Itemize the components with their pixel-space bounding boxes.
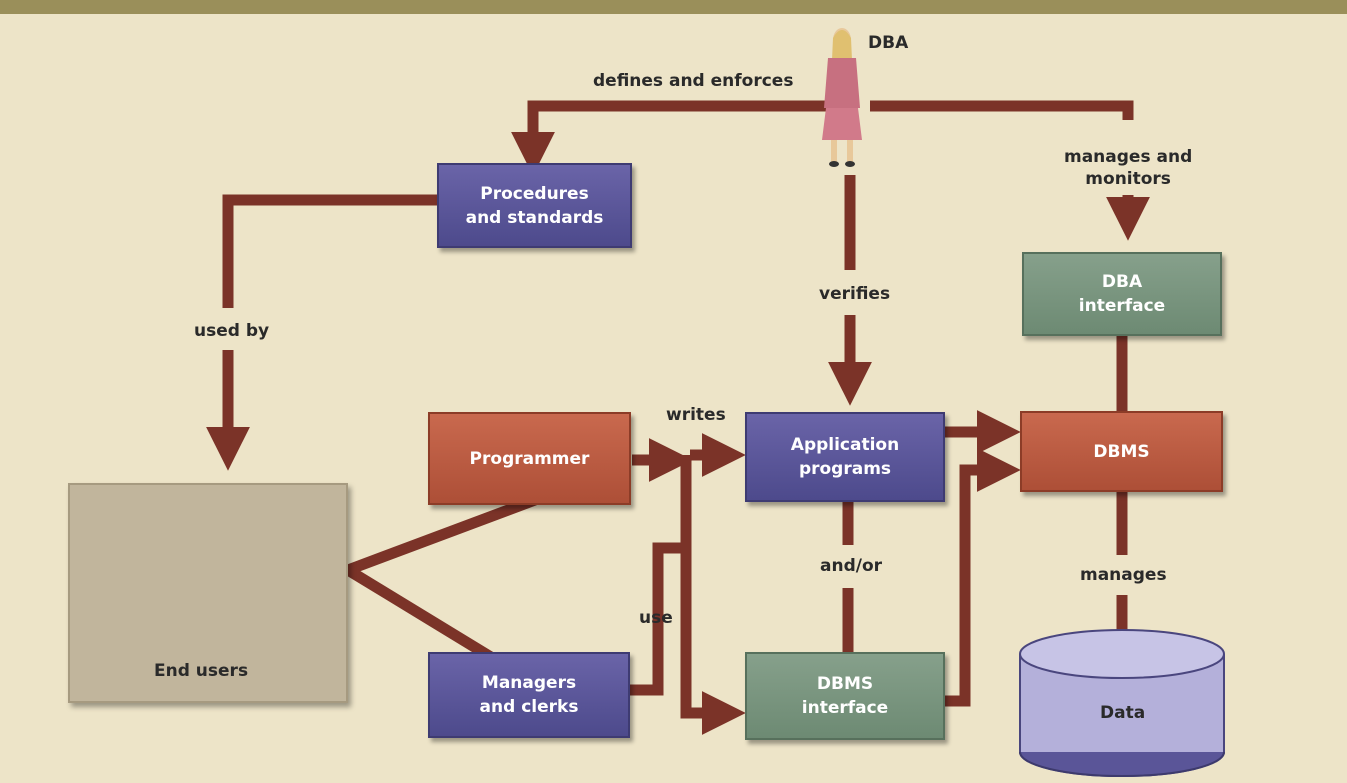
arrow-procedures-to-end-users xyxy=(222,194,437,308)
app-programs-label: Application programs xyxy=(790,435,900,479)
top-bar xyxy=(0,0,1347,14)
procedures-label: Procedures and standards xyxy=(465,183,604,228)
dbms-label: DBMS xyxy=(1093,441,1150,462)
programmer-label: Programmer xyxy=(469,448,590,469)
dba-interface-box: DBA interface xyxy=(1022,252,1222,336)
programmer-box: Programmer xyxy=(428,412,631,505)
dbms-interface-box: DBMS interface xyxy=(745,652,945,740)
manages-and-monitors-label: manages and monitors xyxy=(1064,147,1193,189)
data-cylinder xyxy=(1019,629,1225,777)
application-programs-box: Application programs xyxy=(745,412,945,502)
data-label: Data xyxy=(1100,703,1146,723)
arrow-managers-use xyxy=(630,542,686,696)
arrow-use-to-dbms-interface xyxy=(680,548,746,735)
line-endusers-to-programmer xyxy=(346,494,537,576)
procedures-and-standards-box: Procedures and standards xyxy=(437,163,632,248)
dbms-interface-label: DBMS interface xyxy=(801,674,889,718)
dbms-box: DBMS xyxy=(1020,411,1223,492)
writes-label: writes xyxy=(666,405,726,425)
defines-and-enforces-label: defines and enforces xyxy=(593,71,794,91)
dba-label: DBA xyxy=(868,33,909,53)
arrow-dbms-interface-to-dbms xyxy=(945,448,1021,707)
use-label: use xyxy=(639,608,673,628)
verifies-label: verifies xyxy=(819,284,891,304)
arrow-dba-to-dba-interface xyxy=(870,100,1134,120)
managers-label: Managers and clerks xyxy=(479,673,579,717)
end-users-label: End users xyxy=(154,661,249,681)
end-users-panel xyxy=(68,483,348,703)
dba-figure-icon xyxy=(822,28,862,167)
and-or-label: and/or xyxy=(820,556,883,576)
arrow-dba-to-procedures xyxy=(511,100,838,176)
managers-and-clerks-box: Managers and clerks xyxy=(428,652,630,738)
used-by-label: used by xyxy=(194,321,270,341)
manages-label: manages xyxy=(1080,565,1167,585)
dba-interface-label: DBA interface xyxy=(1078,272,1166,316)
